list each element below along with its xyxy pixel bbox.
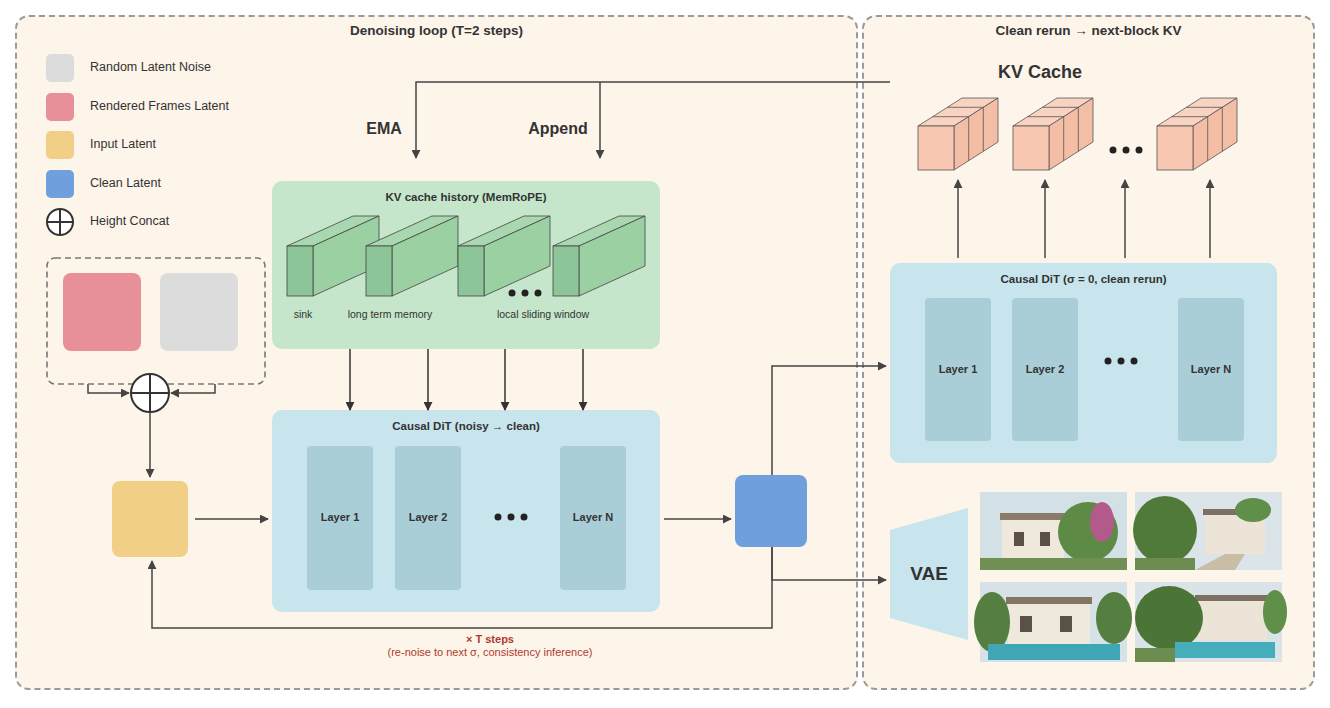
layer-box: Layer N — [560, 446, 626, 590]
annotation-label: (re-noise to next σ, consistency inferen… — [290, 646, 690, 659]
node-title: Clean rerun → next-block KV — [864, 23, 1313, 39]
legend-text: Random Latent Noise — [90, 60, 211, 75]
vae-trapezoid — [890, 508, 968, 640]
stage-panel: Clean rerun → next-block KV Causal DiT (σ… — [862, 15, 1315, 690]
concat-symbol — [47, 209, 73, 235]
node-title: Layer 2 — [395, 511, 461, 524]
concat-symbol — [47, 209, 73, 235]
node-title: VAE — [890, 563, 968, 586]
layer-box: Layer 1 — [925, 298, 991, 441]
transformer-box: Causal DiT (noisy → clean) Layer 1 Layer 2… — [272, 410, 660, 612]
layer-box: Layer 2 — [1012, 298, 1078, 441]
node-title: Causal DiT (σ = 0, clean rerun) — [890, 273, 1277, 287]
annotation-label: EMA — [344, 119, 424, 138]
annotation-label: × T steps — [390, 633, 590, 646]
node-title: Layer N — [560, 511, 626, 524]
node-title: Layer 1 — [307, 511, 373, 524]
node-title: Layer 2 — [1012, 363, 1078, 376]
legend-swatch — [46, 54, 74, 82]
concat-symbol — [45, 207, 75, 237]
legend-text: Input Latent — [90, 137, 156, 152]
node-title: KV cache history (MemRoPE) — [272, 191, 660, 205]
legend-swatch — [46, 93, 74, 121]
node-title: Denoising loop (T=2 steps) — [17, 23, 856, 39]
node-title: Layer N — [1178, 363, 1244, 376]
layer-box: Layer N — [1178, 298, 1244, 441]
node-label: long term memory — [320, 308, 460, 321]
stage-panel: Denoising loop (T=2 steps) KV cache histo… — [15, 15, 858, 690]
legend-swatch — [46, 170, 74, 198]
node-title: Causal DiT (noisy → clean) — [272, 420, 660, 434]
node-title: Layer 1 — [925, 363, 991, 376]
node-label: sink — [283, 308, 323, 321]
legend-text: Clean Latent — [90, 176, 161, 191]
transformer-box: Causal DiT (σ = 0, clean rerun) Layer 1 La… — [890, 263, 1277, 463]
legend-text: Height Concat — [90, 214, 169, 229]
layer-box: Layer 2 — [395, 446, 461, 590]
legend-text: Rendered Frames Latent — [90, 99, 229, 114]
annotation-label: KV Cache — [970, 62, 1110, 84]
kv-cache-box: KV cache history (MemRoPE) sinklong term … — [272, 181, 660, 349]
vae-trapezoid: VAE — [890, 508, 968, 640]
node-label: local sliding window — [463, 308, 623, 321]
legend-swatch — [46, 131, 74, 159]
layer-box: Layer 1 — [307, 446, 373, 590]
annotation-label: Append — [513, 119, 603, 138]
